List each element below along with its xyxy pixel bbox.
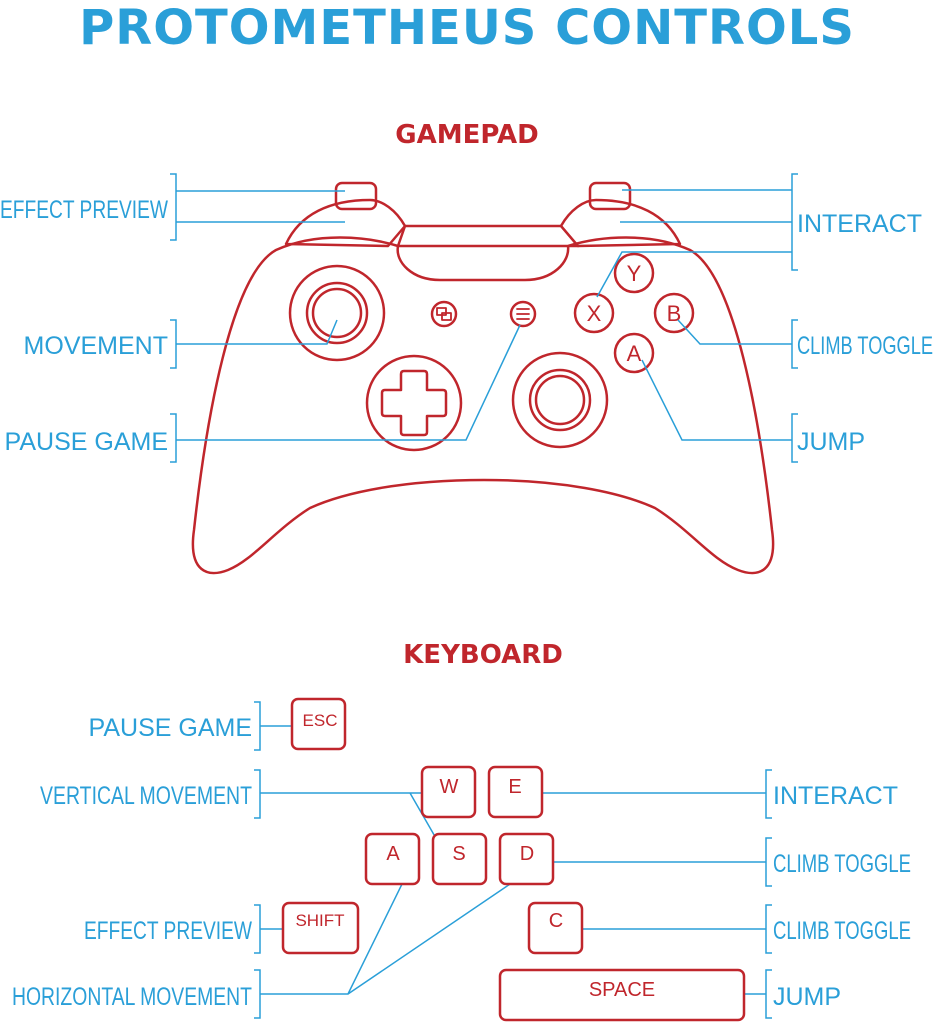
right-stick-ring	[511, 351, 609, 449]
kb-bracket-climb-d	[765, 837, 772, 887]
kb-bracket-horizontal	[254, 969, 261, 1019]
gp-label-climb-toggle: CLIMB TOGGLE	[797, 332, 933, 360]
key-e-label: E	[508, 776, 521, 798]
left-bumper	[284, 198, 407, 248]
y-button	[613, 252, 655, 294]
left-trigger	[334, 181, 378, 211]
gamepad-heading: GAMEPAD	[395, 120, 538, 150]
key-shift-label: SHIFT	[295, 911, 344, 930]
bracket-movement	[170, 319, 177, 369]
kb-bracket-pause-game	[254, 701, 261, 751]
right-bumper	[559, 198, 682, 248]
gp-label-pause-game: PAUSE GAME	[5, 428, 168, 456]
key-a	[364, 832, 421, 886]
bracket-effect-preview	[170, 173, 177, 241]
kb-label-horizontal-movement: HORIZONTAL MOVEMENT	[12, 983, 252, 1011]
key-e	[487, 765, 544, 819]
kb-label-pause-game: PAUSE GAME	[89, 714, 252, 742]
keyboard-heading: KEYBOARD	[403, 640, 563, 670]
gp-label-effect-preview: EFFECT PREVIEW	[0, 196, 168, 224]
x-button	[573, 292, 615, 334]
a-button-label: A	[627, 341, 642, 366]
gp-label-interact: INTERACT	[797, 210, 922, 238]
gp-label-jump: JUMP	[797, 428, 865, 456]
b-button-label: B	[667, 301, 682, 326]
kb-label-climb-toggle-d: CLIMB TOGGLE	[773, 850, 911, 878]
kb-bracket-effect-preview	[254, 904, 261, 954]
leader-interact-x	[596, 251, 792, 298]
page-title: PROTOMETHEUS CONTROLS	[79, 0, 855, 56]
bracket-jump	[791, 413, 798, 463]
dpad-ring	[365, 354, 463, 452]
kb-bracket-jump	[765, 969, 772, 1019]
leader-effect-preview	[176, 190, 345, 223]
gp-label-movement: MOVEMENT	[24, 332, 168, 360]
a-button	[613, 332, 655, 374]
kb-bracket-vertical	[254, 769, 261, 819]
key-c-label: C	[549, 910, 563, 932]
leader-pause-game	[176, 324, 521, 441]
gamepad-body	[191, 224, 775, 575]
leader-interact-bumper	[620, 189, 792, 223]
b-button	[653, 292, 695, 334]
kb-bracket-climb-c	[765, 904, 772, 954]
dpad-icon	[380, 369, 448, 437]
key-w	[420, 765, 477, 819]
kb-bracket-interact	[765, 769, 772, 819]
kb-label-jump: JUMP	[773, 983, 841, 1011]
menu-button-icon	[509, 300, 537, 328]
key-d	[498, 832, 555, 886]
key-esc-label: ESC	[303, 711, 338, 730]
key-shift	[281, 901, 360, 955]
left-stick	[305, 281, 369, 345]
leader-movement	[176, 319, 338, 345]
left-stick-ring	[288, 264, 386, 362]
right-trigger	[588, 181, 632, 211]
key-space	[498, 968, 746, 1022]
kb-leader-horizontal	[260, 879, 517, 995]
kb-label-effect-preview: EFFECT PREVIEW	[84, 917, 252, 945]
kb-label-climb-toggle-c: CLIMB TOGGLE	[773, 917, 911, 945]
right-stick	[528, 368, 592, 432]
bracket-pause-game	[170, 413, 177, 463]
key-s-label: S	[452, 843, 465, 865]
gamepad-icon	[191, 181, 775, 575]
key-d-label: D	[520, 843, 534, 865]
view-glyph-front	[441, 312, 452, 321]
kb-label-interact: INTERACT	[773, 782, 898, 810]
leader-jump	[641, 359, 792, 441]
menu-glyph	[516, 308, 530, 320]
key-space-label: SPACE	[589, 979, 655, 1001]
leader-climb-toggle	[677, 319, 792, 345]
right-stick-cap	[534, 374, 586, 426]
y-button-label: Y	[627, 261, 642, 286]
key-s	[431, 832, 488, 886]
x-button-label: X	[587, 301, 602, 326]
key-c	[527, 901, 584, 955]
key-esc	[290, 697, 347, 751]
view-button-icon	[430, 300, 458, 328]
kb-label-vertical-movement: VERTICAL MOVEMENT	[40, 782, 252, 810]
left-stick-cap	[311, 287, 363, 339]
key-w-label: W	[440, 776, 459, 798]
key-a-label: A	[386, 843, 400, 865]
